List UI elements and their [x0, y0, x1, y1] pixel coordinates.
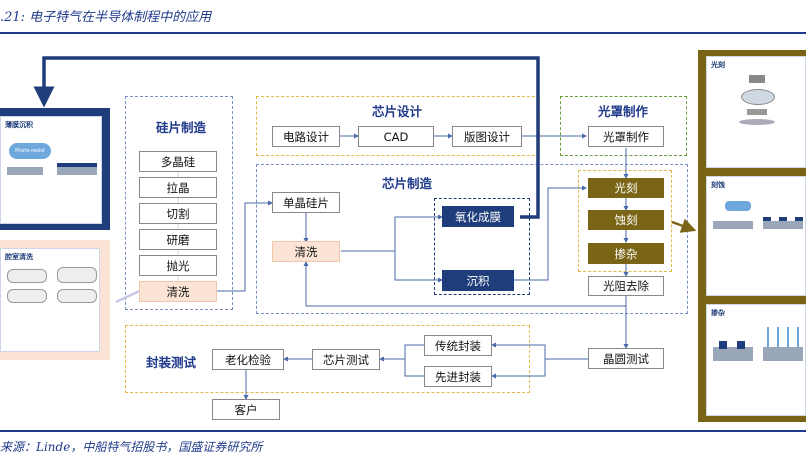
wafer-step-cleaning: 清洗 [139, 281, 217, 302]
doping-implant-icon [763, 327, 803, 361]
mask-step: 光罩制作 [588, 126, 664, 147]
mfg-step-deposition: 沉积 [442, 270, 514, 291]
footer-rule [0, 430, 806, 432]
substrate-icon [7, 167, 43, 175]
right-doping-panel-title: 掺杂 [711, 309, 725, 317]
mfg-step-cleaning: 清洗 [272, 241, 340, 262]
mfg-step-etching: 蚀刻 [588, 210, 664, 230]
chip-mfg-title: 芯片制造 [382, 176, 433, 191]
wafer-region [125, 96, 233, 310]
left-top-frame: 薄膜沉积 Photo-resist [0, 108, 110, 230]
substrate-icon [57, 167, 97, 175]
wafer-step-crystal-pulling: 拉晶 [139, 177, 217, 198]
design-step-layout: 版图设计 [452, 126, 522, 147]
left-top-panel-title: 薄膜沉积 [5, 121, 33, 129]
deposited-film-icon [57, 163, 97, 167]
mfg-step-doping: 掺杂 [588, 243, 664, 264]
left-bottom-panel-title: 腔室清洗 [5, 253, 33, 261]
wafer-step-polysilicon: 多晶硅 [139, 151, 217, 172]
pack-step-customer: 客户 [212, 399, 280, 420]
right-litho-panel-title: 光刻 [711, 61, 725, 69]
process-pill-icon [7, 289, 47, 303]
process-pill-icon [57, 289, 97, 303]
packaging-region [125, 325, 530, 393]
chip-design-title: 芯片设计 [372, 104, 423, 119]
mfg-step-oxidation: 氧化成膜 [442, 206, 514, 227]
mfg-step-single-wafer: 单晶硅片 [272, 192, 340, 213]
substrate-icon [713, 221, 753, 229]
source-note: 来源：Linde，中船特气招股书，国盛证券研究所 [0, 440, 263, 454]
figure-title: .21: 电子特气在半导体制程中的应用 [0, 10, 212, 25]
pack-step-advanced: 先进封装 [424, 366, 492, 387]
mask-region [560, 96, 687, 156]
mask-region-title: 光罩制作 [598, 104, 649, 119]
header-rule [0, 32, 806, 34]
doping-ion-icon [713, 335, 753, 361]
left-bottom-frame: 腔室清洗 [0, 240, 110, 360]
lithography-lens-icon [737, 75, 777, 125]
chip-mfg-region [256, 164, 688, 314]
mfg-step-wafer-test: 晶圆测试 [588, 348, 664, 369]
pack-step-traditional: 传统封装 [424, 335, 492, 356]
mfg-step-photoresist-removal: 光阻去除 [588, 276, 664, 296]
photo-resist-tag: Photo-resist [9, 143, 51, 159]
litho-group [578, 170, 672, 272]
wafer-region-title: 硅片制造 [156, 120, 207, 135]
process-pill-icon [57, 267, 97, 283]
wafer-step-cutting: 切割 [139, 203, 217, 224]
design-step-cad: CAD [358, 126, 434, 147]
right-etch-panel-title: 刻蚀 [711, 181, 725, 189]
wafer-step-grinding: 研磨 [139, 229, 217, 250]
wafer-step-polishing: 抛光 [139, 255, 217, 276]
pack-step-burn-in: 老化检验 [212, 349, 284, 370]
design-step-circuit: 电路设计 [272, 126, 340, 147]
pack-step-chip-test: 芯片测试 [312, 349, 380, 370]
packaging-title: 封装测试 [146, 355, 197, 370]
etch-gas-icon [725, 201, 751, 211]
process-pill-icon [7, 269, 47, 283]
deposition-group [434, 198, 530, 295]
mfg-step-lithography: 光刻 [588, 178, 664, 198]
substrate-icon [763, 221, 803, 229]
